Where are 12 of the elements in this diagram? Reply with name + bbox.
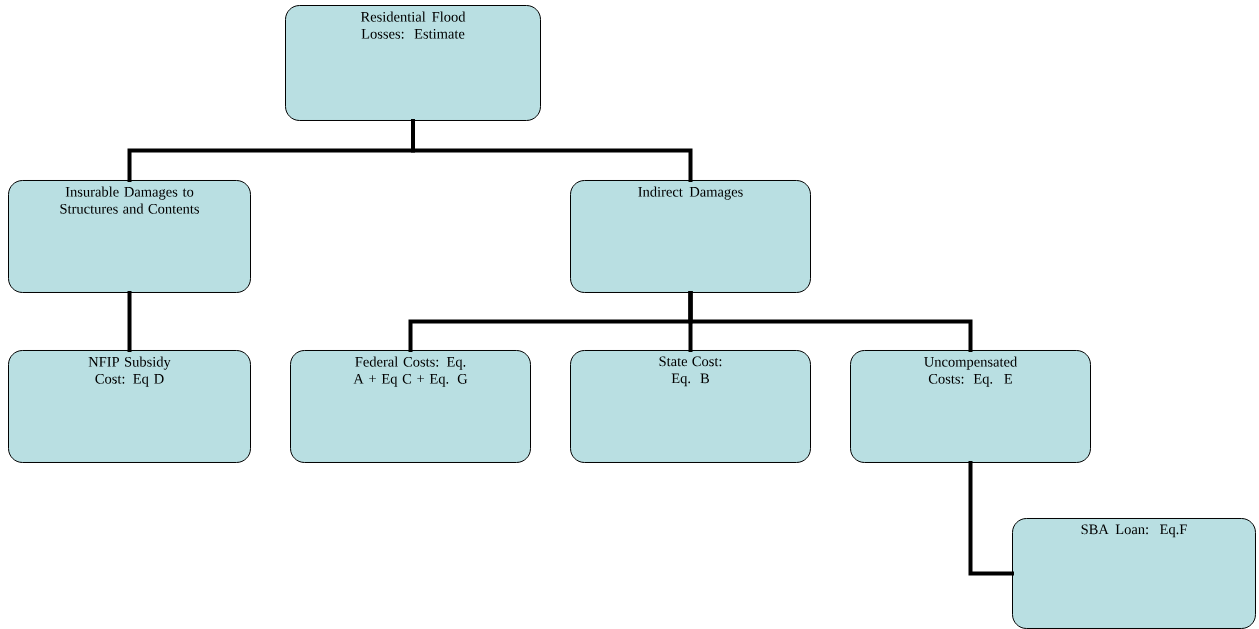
process-box: Insurable Damages to Structures and Contents — [8, 180, 251, 293]
process-box: SBA Loan: Eq.F — [1012, 518, 1256, 629]
connector-line — [411, 119, 693, 182]
connector-line — [127, 291, 132, 352]
process-box: Indirect Damages — [570, 180, 811, 293]
process-box: State Cost: Eq. B — [570, 350, 811, 463]
process-box: Uncompensated Costs: Eq. E — [850, 350, 1091, 463]
process-box: NFIP Subsidy Cost: Eq D — [8, 350, 251, 463]
process-box: Federal Costs: Eq. A + Eq C + Eq. G — [290, 350, 531, 463]
process-box: Residential Flood Losses: Estimate — [285, 5, 541, 121]
connector-line — [968, 461, 1014, 576]
connector-line — [688, 291, 973, 352]
